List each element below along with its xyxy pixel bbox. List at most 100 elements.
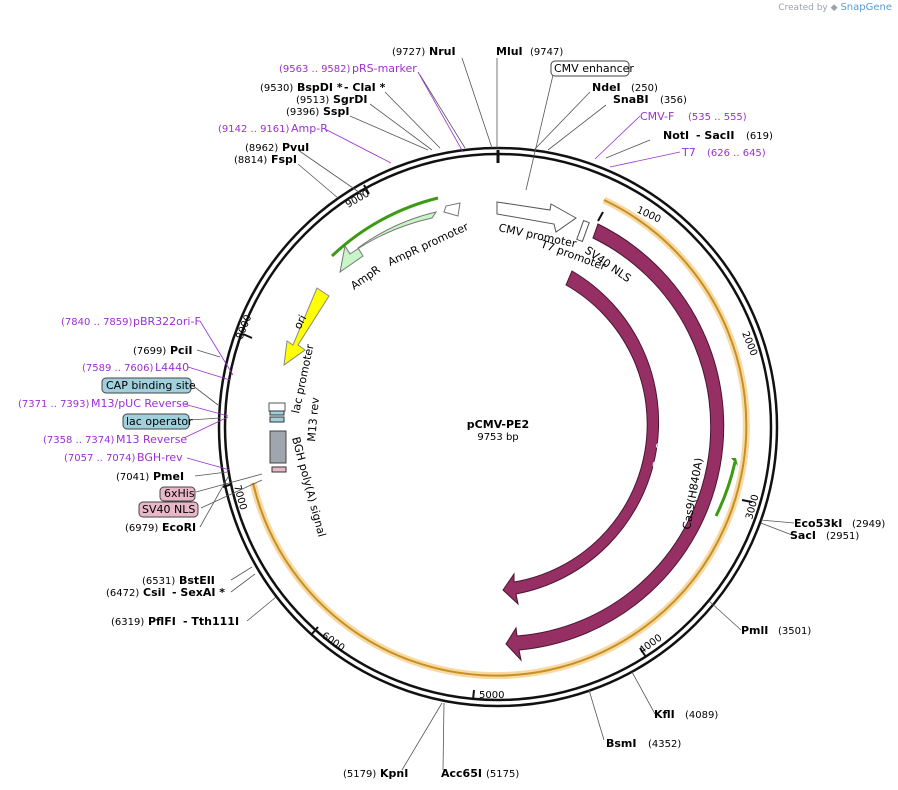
primer-prs-range: (9563 .. 9582) (279, 64, 351, 75)
t7-promoter-mark (576, 219, 590, 243)
green-orf-arc (714, 461, 737, 517)
enzyme-kfli: KflI (654, 708, 675, 721)
credit-brand: SnapGene (840, 2, 892, 13)
enzyme-pvui-pos: (8962) (245, 143, 278, 154)
enzyme-pcii-pos: (7699) (133, 346, 166, 357)
green-orf-head (731, 458, 738, 466)
enzyme-pmli-pos: (3501) (778, 626, 811, 637)
enzyme-fspi-pos: (8814) (234, 155, 267, 166)
ampr-arrow (339, 211, 438, 274)
boxed-6xhis: 6xHis (159, 486, 196, 502)
feat-ampr: AmpR (348, 263, 383, 293)
primer-l4440-range: (7589 .. 7606) (82, 363, 154, 374)
enzyme-pmei-pos: (7041) (116, 472, 149, 483)
leader-lines (189, 57, 795, 771)
enzyme-ndei: NdeI (592, 81, 621, 94)
enzyme-ndei-pos: (250) (631, 83, 658, 94)
enzyme-snabi: SnaBI (613, 93, 649, 106)
primer-prs: pRS-marker (352, 62, 417, 75)
enzyme-noti-sep: - SacII (696, 129, 734, 142)
snapgene-logo-icon: ◆ (830, 3, 838, 13)
primer-m13puc: M13/pUC Reverse (91, 397, 189, 410)
enzyme-noti-pos: (619) (746, 131, 773, 142)
enzyme-pmli: PmlI (741, 624, 768, 637)
enzyme-acc65i-pos: (5175) (486, 769, 519, 780)
boxed-cap-binding: CAP binding site (101, 377, 196, 394)
primer-m13r-range: (7358 .. 7374) (43, 435, 115, 446)
credit-prefix: Created by (778, 3, 828, 13)
enzyme-eco53ki-pos: (2949) (852, 519, 885, 530)
enzyme-snabi-pos: (356) (660, 95, 687, 106)
enzyme-saci-pos: (2951) (826, 531, 859, 542)
primer-ampr-range: (9142 .. 9161) (218, 124, 290, 135)
primer-pbr: pBR322ori-F (133, 315, 201, 328)
primer-m13r: M13 Reverse (116, 433, 187, 446)
enzyme-bsteii: BstEII (179, 574, 215, 587)
sv40-label: SV40 NLS (142, 503, 195, 516)
enzyme-mlui: MluI (496, 45, 523, 58)
enzyme-sgrdi-pos: (9513) (296, 95, 329, 106)
ori-arrow (283, 287, 330, 367)
enzyme-bsteii-pos: (6531) (142, 576, 175, 587)
enzyme-nrui: NruI (429, 45, 456, 58)
enzyme-sspi-pos: (9396) (286, 107, 319, 118)
snapgene-credit: Created by ◆ SnapGene (778, 2, 892, 13)
enzyme-bspdi: BspDI * (297, 81, 343, 94)
enzyme-pcii: PciI (170, 344, 192, 357)
enzyme-noti: NotI (663, 129, 689, 142)
enzyme-csii: CsiI (143, 586, 165, 599)
boxed-cmv-enhancer: CMV enhancer (550, 60, 634, 77)
primer-cmvf: CMV-F (640, 110, 674, 123)
enzyme-eco53ki: Eco53kI (794, 517, 842, 530)
enzyme-nrui-pos: (9727) (392, 47, 425, 58)
his-label: 6xHis (164, 487, 195, 500)
primer-l4440: L4440 (155, 361, 189, 374)
primer-bgh-range: (7057 .. 7074) (64, 453, 136, 464)
enzyme-sgrdi: SgrDI (333, 93, 367, 106)
enzyme-csii-sep: - SexAI * (172, 586, 225, 599)
enzyme-fspi: FspI (271, 153, 297, 166)
enzyme-ecori: EcoRI (162, 521, 196, 534)
feat-m13rev: M13 rev (305, 396, 322, 442)
enzyme-sspi: SspI (323, 105, 349, 118)
enzyme-pflfi-pos: (6319) (111, 617, 144, 628)
enzyme-bspdi-sep: - ClaI * (344, 81, 386, 94)
bgh-polya-box (269, 430, 287, 464)
primer-bgh: BGH-rev (137, 451, 183, 464)
enzyme-saci: SacI (790, 529, 816, 542)
ampr-promoter-arrow (443, 202, 461, 217)
enzyme-bsmi: BsmI (606, 737, 637, 750)
primer-cmvf-range: (535 .. 555) (688, 112, 747, 123)
enzyme-acc65i: Acc65I (441, 767, 482, 780)
cap-binding-label: CAP binding site (106, 379, 196, 392)
primer-leaders (183, 71, 681, 471)
boxed-lac-operator: lac operator (122, 413, 193, 430)
orf-cas9-arc-core (252, 199, 748, 677)
enzyme-ecori-pos: (6979) (125, 523, 158, 534)
enzyme-pvui: PvuI (282, 141, 309, 154)
primer-ampr: Amp-R (291, 122, 328, 135)
enzyme-pflfi: PflFI (148, 615, 176, 628)
tick-5000: 5000 (479, 690, 504, 701)
lac-promoter-box (268, 402, 286, 412)
enzyme-kpni: KpnI (380, 767, 408, 780)
lac-operator-label: lac operator (126, 415, 193, 428)
cmv-enhancer-label: CMV enhancer (554, 62, 634, 75)
enzyme-csii-pos: (6472) (106, 588, 139, 599)
his-box (271, 466, 287, 473)
ampr-green-line (330, 196, 439, 258)
backbone-outer (217, 146, 779, 708)
boxed-sv40-nls: SV40 NLS (138, 501, 199, 518)
plasmid-name: pCMV-PE2 (467, 418, 529, 431)
enzyme-kfli-pos: (4089) (685, 710, 718, 721)
cmv-promoter-arrow (496, 201, 577, 233)
enzyme-pflfi-sep: - Tth111I (183, 615, 239, 628)
primer-pbr-range: (7840 .. 7859) (61, 317, 133, 328)
primer-t7: T7 (681, 146, 696, 159)
plasmid-size: 9753 bp (477, 432, 518, 443)
cas9-inner-arrow (502, 270, 660, 606)
feat-bgh: BGH poly(A) signal (289, 435, 328, 538)
enzyme-kpni-pos: (5179) (343, 769, 376, 780)
cap-box (269, 410, 285, 416)
